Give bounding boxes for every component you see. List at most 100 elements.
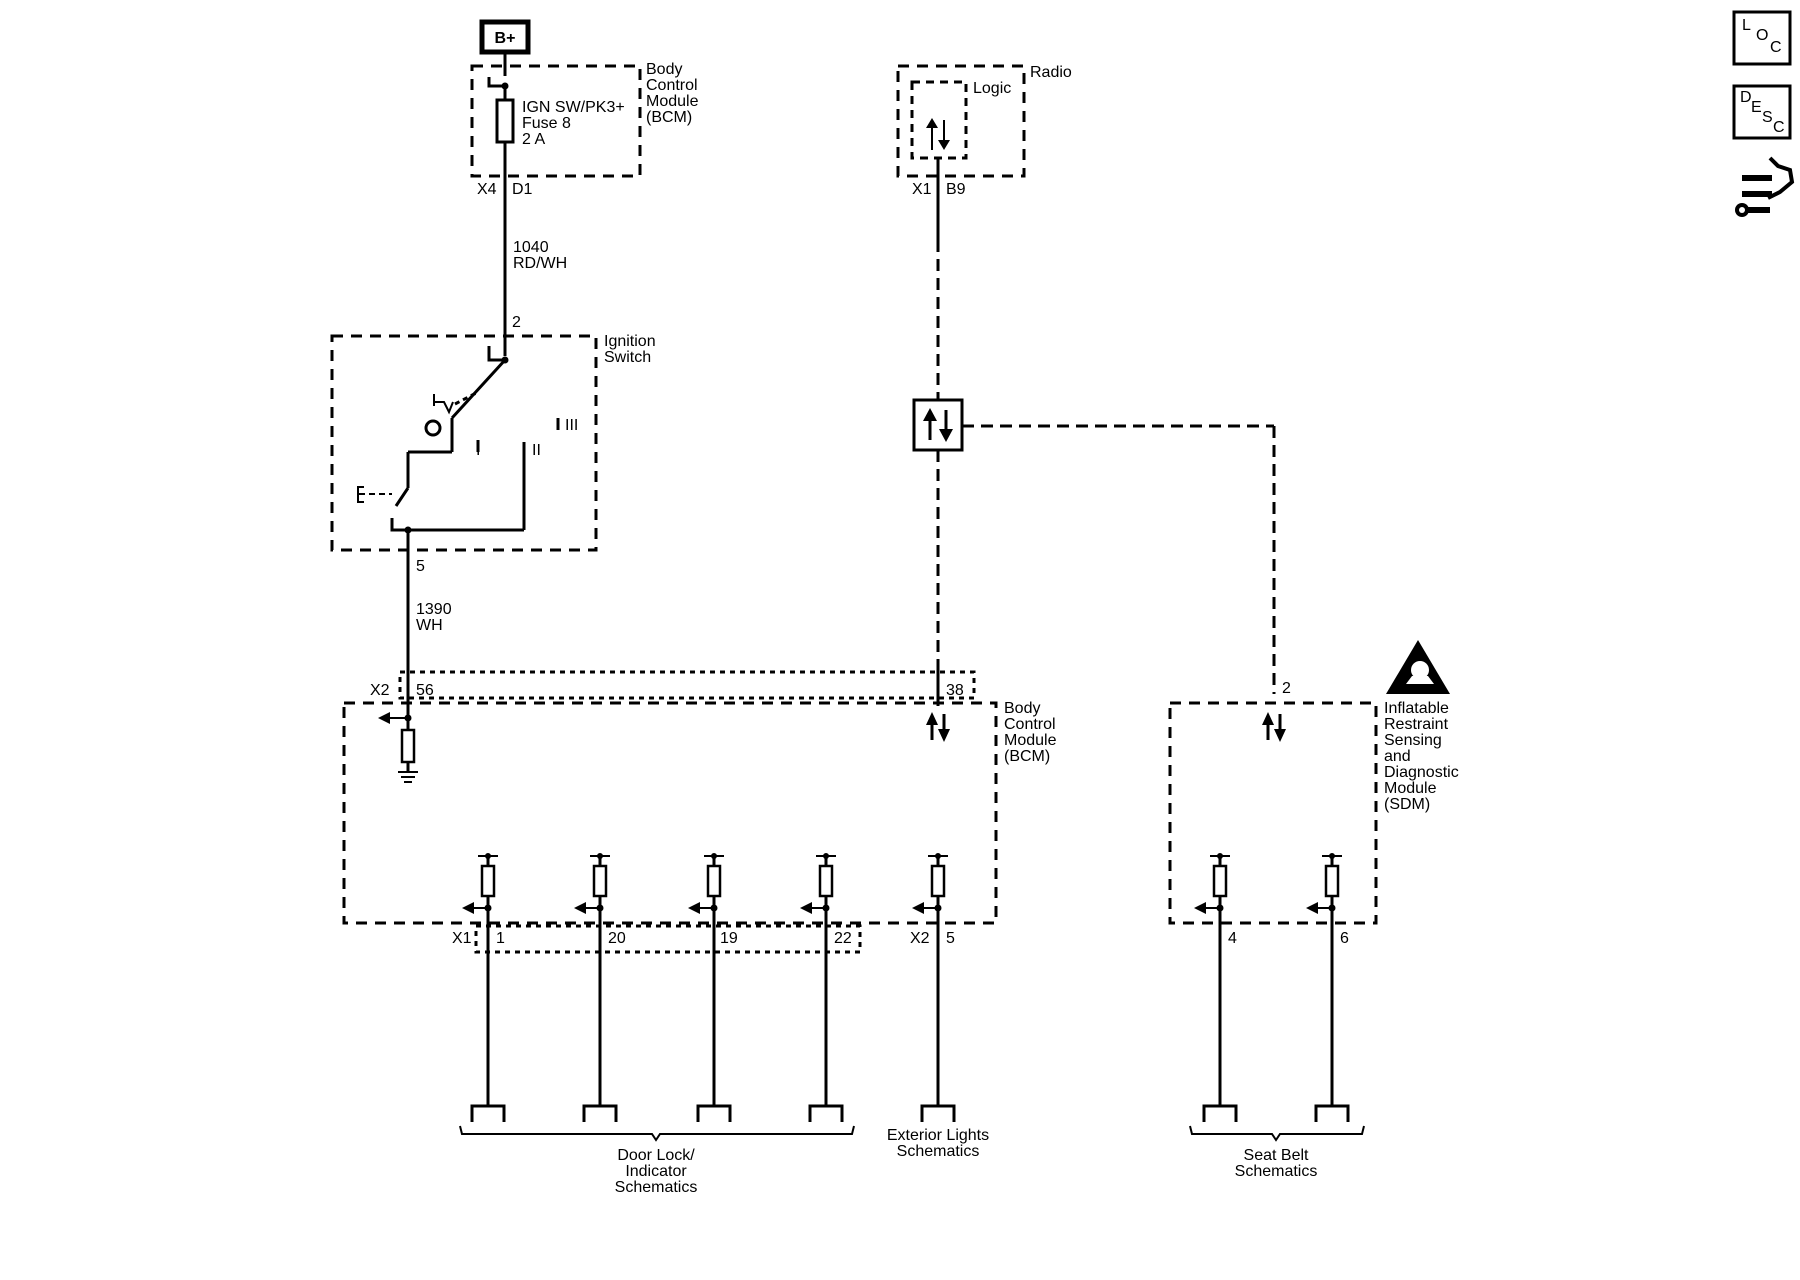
radio-connector-label: X1 <box>912 181 932 198</box>
bcm-x1-connector-outline <box>474 924 862 954</box>
battery-positive-block: B+ <box>479 19 531 55</box>
bcm-top-name-line: (BCM) <box>646 109 692 126</box>
bcm-top-connector-label: X4 <box>477 181 497 198</box>
desc-letter: C <box>1773 119 1785 136</box>
reference-terminal-icons <box>470 1104 956 1122</box>
loc-icon[interactable]: L O C <box>1732 10 1792 66</box>
bcm-main-name-line: Module <box>1004 732 1057 749</box>
sdm-name-line: Sensing <box>1384 732 1442 749</box>
bcm-input-56 <box>378 712 418 783</box>
bcm-main-name-line: Control <box>1004 716 1056 733</box>
sdm-name-line: Restraint <box>1384 716 1449 733</box>
sdm-name: Inflatable Restraint Sensing and Diagnos… <box>1384 700 1459 813</box>
desc-icon[interactable]: D E S C <box>1732 84 1792 140</box>
fuse-label-line: IGN SW/PK3+ <box>522 99 625 116</box>
bcm-x1-pin: 19 <box>720 930 738 947</box>
bcm-top-name-line: Control <box>646 77 698 94</box>
sdm-pin-top: 2 <box>1282 680 1291 697</box>
push-switch-icon <box>357 486 392 503</box>
bidirectional-arrow-icon <box>926 712 950 742</box>
resistor-icon <box>480 864 496 898</box>
sdm-pin: 4 <box>1228 930 1237 947</box>
radio-name: Radio <box>1030 64 1072 81</box>
bcm-main-name-line: Body <box>1004 700 1040 717</box>
ignition-name-line: Switch <box>604 349 651 366</box>
bcm-x2b-pin: 5 <box>946 930 955 947</box>
bidirectional-arrow-icon <box>926 118 950 150</box>
battery-positive-label: B+ <box>495 30 516 47</box>
bcm-pin-38: 38 <box>946 682 964 699</box>
ignition-pin-out: 5 <box>416 558 425 575</box>
sdm-pin: 6 <box>1340 930 1349 947</box>
sdm-name-line: Inflatable <box>1384 700 1449 717</box>
bidirectional-arrow-icon <box>923 408 953 442</box>
wire-1390-circuit: 1390 <box>416 601 452 618</box>
reference-terminal-icons <box>1202 1104 1350 1122</box>
door-lock-reference-line: Schematics <box>615 1179 698 1196</box>
radio-pin-label: B9 <box>946 181 966 198</box>
switch-arm <box>450 358 507 420</box>
switch-position-label: III <box>565 417 578 434</box>
resistor-icon <box>1212 864 1228 898</box>
loc-letter: O <box>1756 27 1768 44</box>
ignition-switch-box <box>330 334 598 552</box>
bcm-main-name-line: (BCM) <box>1004 748 1050 765</box>
bcm-x2b-label: X2 <box>910 930 930 947</box>
bcm-x1-pin: 20 <box>608 930 626 947</box>
reference-wires <box>486 908 940 1106</box>
connector-socket-icon <box>487 77 505 88</box>
resistor-icon <box>592 864 608 898</box>
loc-letter: L <box>1742 17 1751 34</box>
bcm-input-circuit <box>800 853 836 914</box>
door-lock-reference-line: Door Lock/ <box>617 1147 695 1164</box>
desc-letter: E <box>1751 99 1762 116</box>
bcm-input-circuit <box>688 853 724 914</box>
data-splice-box <box>912 398 964 452</box>
fuse-icon <box>495 98 515 144</box>
switch-position-label: II <box>532 442 541 459</box>
resistor-icon <box>400 728 416 764</box>
sdm-input-circuit <box>1306 853 1342 914</box>
sdm-name-line: Diagnostic <box>1384 764 1459 781</box>
seat-belt-reference-line: Seat Belt <box>1244 1147 1309 1164</box>
sdm-input-circuit <box>1194 853 1230 914</box>
key-icon <box>424 390 479 437</box>
connector-socket-icon <box>390 518 408 532</box>
resistor-icon <box>818 864 834 898</box>
bcm-top-pin-label: D1 <box>512 181 533 198</box>
exterior-lights-reference-line: Exterior Lights <box>887 1127 989 1144</box>
seat-belt-reference: Seat Belt Schematics <box>1235 1147 1318 1180</box>
switch-position-labels: I II III <box>476 417 578 459</box>
ignition-name-line: Ignition <box>604 333 656 350</box>
resistor-icon <box>706 864 722 898</box>
seat-belt-reference-line: Schematics <box>1235 1163 1318 1180</box>
bcm-x1-label: X1 <box>452 930 472 947</box>
radio-logic-box <box>910 80 968 160</box>
door-lock-brace <box>459 1125 855 1142</box>
bcm-input-circuit <box>912 853 948 914</box>
door-lock-reference: Door Lock/ Indicator Schematics <box>615 1147 698 1196</box>
bcm-main-box <box>342 701 998 925</box>
bcm-pin-56: 56 <box>416 682 434 699</box>
bcm-x2-label: X2 <box>370 682 390 699</box>
sdm-box <box>1168 701 1378 925</box>
bcm-main-name: Body Control Module (BCM) <box>1004 700 1057 765</box>
bcm-x1-pin: 1 <box>496 930 505 947</box>
bcm-top-name-line: Body <box>646 61 682 78</box>
seat-belt-brace <box>1189 1125 1365 1142</box>
ignition-pin-in: 2 <box>512 314 521 331</box>
wrench-hand-icon[interactable] <box>1735 156 1795 217</box>
loc-letter: C <box>1770 39 1782 56</box>
ignition-switch-name: Ignition Switch <box>604 333 656 366</box>
fuse-label-line: 2 A <box>522 131 545 148</box>
connector-socket-icon <box>487 346 505 362</box>
exterior-lights-reference-line: Schematics <box>897 1143 980 1160</box>
wire-1390-color: WH <box>416 617 443 634</box>
bcm-top-name-line: Module <box>646 93 699 110</box>
sdm-name-line: Module <box>1384 780 1437 797</box>
bcm-input-circuit <box>574 853 610 914</box>
fuse-label-line: Fuse 8 <box>522 115 571 132</box>
resistor-icon <box>930 864 946 898</box>
desc-letter: D <box>1740 89 1752 106</box>
bcm-x1-pin: 22 <box>834 930 852 947</box>
